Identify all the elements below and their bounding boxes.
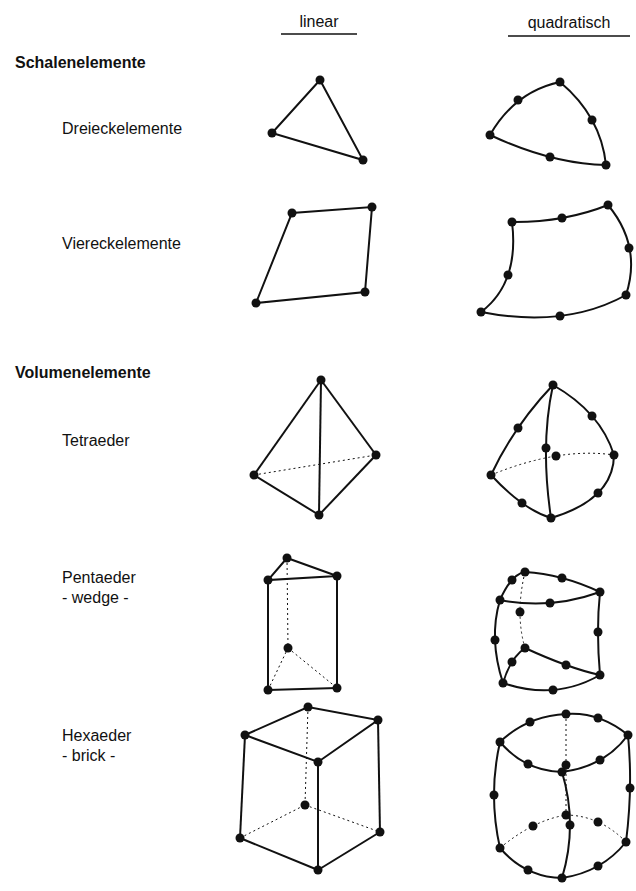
column-header: linear bbox=[299, 12, 338, 31]
linear-quadrilateral bbox=[252, 203, 377, 308]
element-name: Tetraeder bbox=[62, 431, 130, 450]
quadratic-hexahedron bbox=[490, 710, 635, 883]
linear-triangle bbox=[268, 76, 368, 165]
element-alias: - brick - bbox=[62, 746, 115, 765]
linear-wedge bbox=[264, 554, 342, 695]
element-name: Hexaeder bbox=[62, 726, 131, 745]
column-underlines bbox=[281, 34, 630, 36]
column-header: quadratisch bbox=[528, 13, 611, 32]
quadratic-tetrahedron bbox=[487, 381, 619, 523]
quadratic-quadrilateral bbox=[477, 201, 634, 321]
element-alias: - wedge - bbox=[62, 588, 129, 607]
section-heading: Schalenelemente bbox=[15, 53, 146, 72]
element-name: Dreieckelemente bbox=[62, 119, 182, 138]
quadratic-wedge bbox=[491, 568, 605, 695]
element-name: Pentaeder bbox=[62, 568, 136, 587]
quadratic-triangle bbox=[486, 78, 611, 170]
linear-tetrahedron bbox=[250, 376, 381, 520]
linear-hexahedron bbox=[236, 703, 385, 875]
element-name: Viereckelemente bbox=[62, 234, 181, 253]
section-heading: Volumenelemente bbox=[15, 363, 151, 382]
